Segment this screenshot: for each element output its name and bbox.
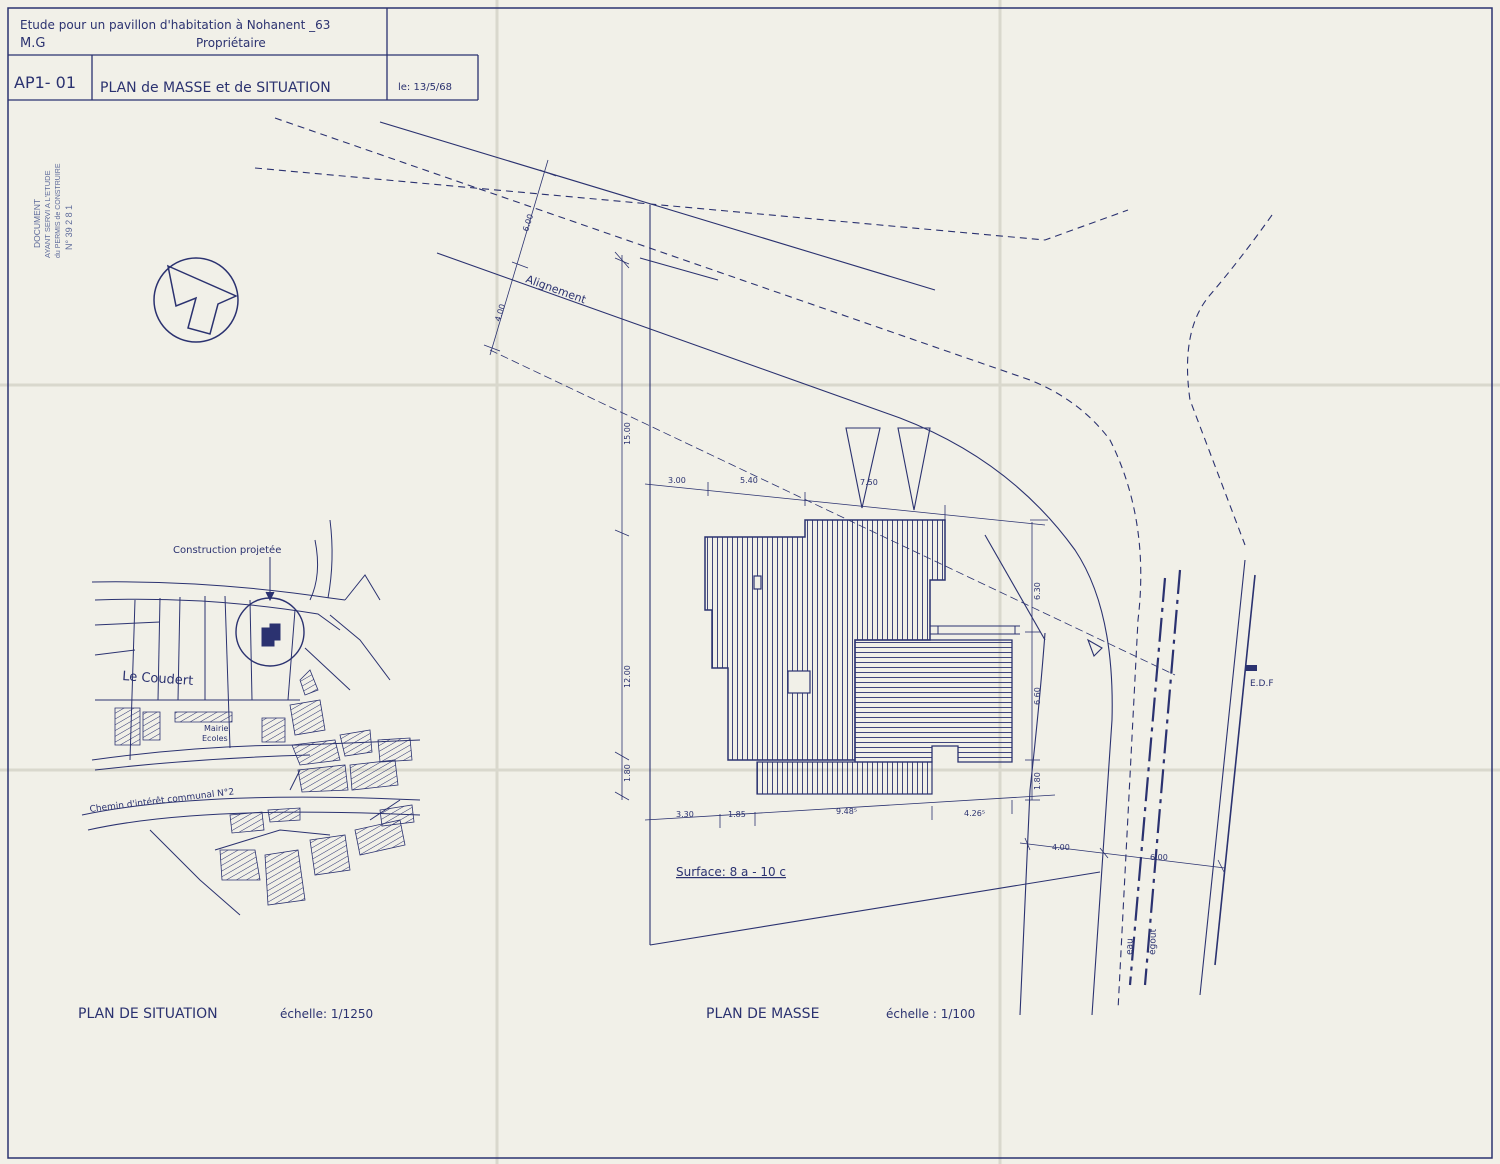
mass-caption: PLAN DE MASSE [706, 1006, 819, 1022]
situation-buildings [114, 669, 415, 906]
building-label-ecoles: Ecoles [202, 734, 228, 743]
dim-9-48: 9.48⁵ [836, 807, 857, 816]
terrace [854, 639, 1013, 763]
patio [787, 670, 811, 694]
edf-box-icon [1246, 665, 1257, 671]
building-label-mairie: Mairie [204, 724, 229, 733]
sheet-code: AP1- 01 [14, 73, 76, 92]
egout-label: égout [1147, 928, 1159, 955]
dimension-lines [483, 159, 1226, 873]
permit-stamp: DOCUMENT AYANT SERVI A L'ETUDE du PERMIS… [32, 163, 74, 258]
dim-3-30: 3.30 [676, 810, 694, 819]
stamp-line-1: DOCUMENT [32, 199, 42, 248]
dim-4-00: 4.00 [493, 303, 507, 323]
situation-plan [81, 519, 421, 916]
surface-label: Surface: 8 a - 10 c [676, 865, 786, 879]
dim-4-26: 4.26⁵ [964, 809, 985, 818]
dim-6-30: 6.30 [1033, 582, 1042, 600]
mass-scale: échelle : 1/100 [886, 1007, 975, 1021]
dim-4-00-b: 4.00 [1052, 843, 1070, 852]
alignment-label: Alignement [524, 273, 588, 307]
dim-6-00-a: 6.00 [521, 213, 535, 233]
owner-label: Propriétaire [196, 36, 266, 50]
dim-6-60: 6.60 [1033, 687, 1042, 705]
situation-caption: PLAN DE SITUATION [78, 1006, 218, 1022]
sheet-title: PLAN de MASSE et de SITUATION [100, 80, 331, 96]
dim-7-50: 7.50 [860, 478, 878, 487]
mass-plan-lines [254, 117, 1273, 1016]
dim-6-00-b: 6.00 [1150, 853, 1168, 862]
pergola [930, 625, 1020, 635]
sheet-date: le: 13/5/68 [398, 82, 452, 93]
stamp-line-2: AYANT SERVI A L'ETUDE [43, 170, 52, 258]
situation-scale: échelle: 1/1250 [280, 1007, 373, 1021]
title-block [8, 8, 479, 101]
eau-label: eau [1125, 938, 1136, 955]
dim-15-00: 15.00 [623, 422, 632, 445]
edf-label: E.D.F [1250, 679, 1274, 689]
access-triangles [845, 427, 1103, 657]
road-label: Chemin d'intérêt communal N°2 [89, 786, 235, 815]
north-arrow-icon [153, 257, 239, 343]
place-name: Le Coudert [122, 669, 194, 689]
dim-5-40: 5.40 [740, 476, 758, 485]
stamp-line-4: N° 39 2 8 1 [64, 205, 74, 250]
chimney [753, 575, 762, 590]
dim-12-00: 12.00 [623, 665, 632, 688]
owner-initials: M.G [20, 36, 45, 51]
drawing-border [7, 7, 1493, 1159]
project-title: Etude pour un pavillon d'habitation à No… [20, 18, 330, 32]
dim-1-85: 1.85 [728, 810, 746, 819]
lower-terrace [756, 761, 933, 795]
dim-1-80-b: 1.80 [1033, 772, 1042, 790]
stamp-line-3: du PERMIS de CONSTRUIRE [55, 163, 62, 258]
dim-3-00: 3.00 [668, 476, 686, 485]
callout-construction: Construction projetée [173, 544, 281, 556]
utility-lines [1128, 559, 1256, 996]
dim-1-80-a: 1.80 [623, 764, 632, 782]
projected-construction-marker [261, 623, 281, 647]
